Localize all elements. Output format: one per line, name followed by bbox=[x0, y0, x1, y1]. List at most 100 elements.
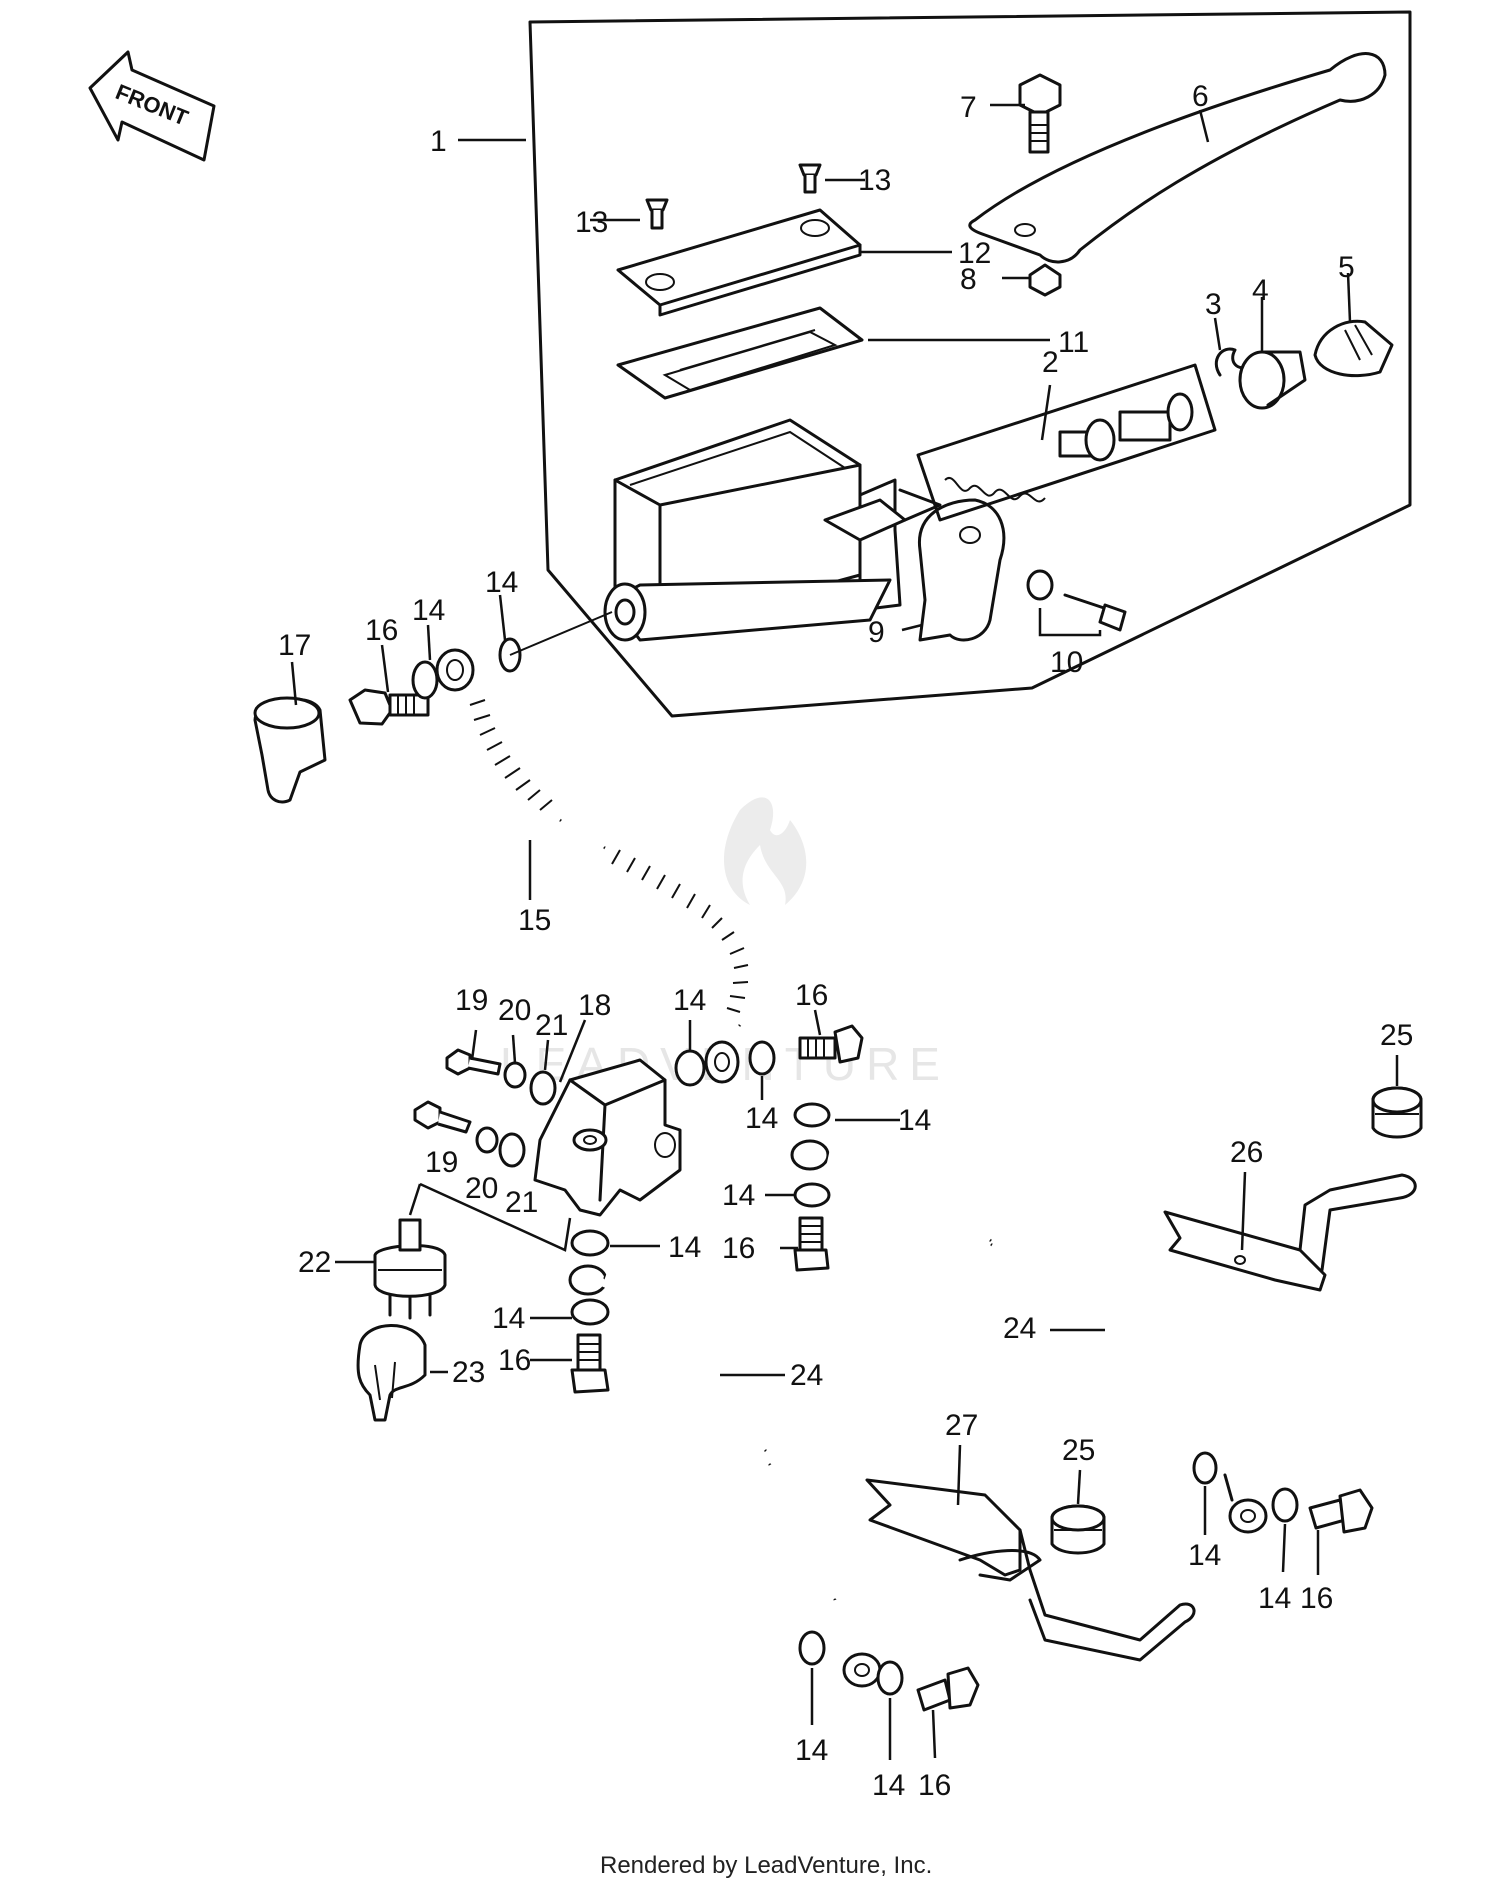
piston-assembly bbox=[916, 363, 1217, 522]
callout-14-lower-right-a: 14 bbox=[1188, 1539, 1221, 1572]
banjo-bolt-lower-left bbox=[916, 1666, 980, 1712]
callout-14-top: 14 bbox=[485, 566, 518, 599]
dust-boot bbox=[1238, 350, 1307, 410]
callout-20-upper: 20 bbox=[498, 994, 531, 1027]
front-arrow-icon bbox=[88, 50, 216, 162]
banjo-bolt-right bbox=[793, 1216, 830, 1272]
callout-5: 5 bbox=[1338, 251, 1355, 284]
brake-hose-joint bbox=[533, 1058, 682, 1217]
master-cylinder-body bbox=[603, 418, 942, 642]
washer-upper-a bbox=[411, 660, 439, 700]
callout-14-lower-right-b: 14 bbox=[1258, 1582, 1291, 1615]
callout-14-left-b: 14 bbox=[492, 1302, 525, 1335]
clamp-screw-set bbox=[1026, 569, 1127, 632]
junction-bolt-lower bbox=[413, 1100, 472, 1134]
callout-25-upper: 25 bbox=[1380, 1019, 1413, 1052]
brake-lever bbox=[968, 52, 1387, 264]
callout-16-right: 16 bbox=[722, 1232, 755, 1265]
front-arrow: FRONT bbox=[88, 50, 216, 162]
banjo-bolt-mid bbox=[798, 1024, 864, 1064]
callout-18: 18 bbox=[578, 989, 611, 1022]
callout-26: 26 bbox=[1230, 1136, 1263, 1169]
washer-right-b bbox=[793, 1182, 831, 1208]
callout-21-lower: 21 bbox=[505, 1186, 538, 1219]
brake-hose-left bbox=[568, 1264, 882, 1688]
callout-14-lower-left-a: 14 bbox=[795, 1734, 828, 1767]
callout-15: 15 bbox=[518, 904, 551, 937]
callout-14-mid-a: 14 bbox=[673, 984, 706, 1017]
callout-labels: 1 2 3 4 5 6 7 8 9 10 11 12 13 13 14 14 1… bbox=[278, 80, 1413, 1802]
footer-credit: Rendered by LeadVenture, Inc. bbox=[600, 1852, 932, 1879]
switch-mount-lines bbox=[408, 1182, 572, 1252]
callout-19-upper: 19 bbox=[455, 984, 488, 1017]
callout-13-left: 13 bbox=[575, 206, 608, 239]
callout-10: 10 bbox=[1050, 646, 1083, 679]
handlebar-clamp bbox=[918, 498, 1006, 642]
callout-19-lower: 19 bbox=[425, 1146, 458, 1179]
callout-14-right-b: 14 bbox=[722, 1179, 755, 1212]
lever-pivot-bolt bbox=[1018, 73, 1062, 154]
switch-boot bbox=[356, 1324, 427, 1422]
pushrod-cap bbox=[1313, 319, 1394, 378]
watermark-flame-icon bbox=[723, 797, 807, 905]
flat-washer-lower bbox=[498, 1132, 526, 1168]
callout-25-lower: 25 bbox=[1062, 1434, 1095, 1467]
banjo-bolt-left bbox=[570, 1333, 610, 1394]
cap-screw-right bbox=[798, 163, 822, 194]
callout-23: 23 bbox=[452, 1356, 485, 1389]
piston-circlip bbox=[1214, 347, 1252, 377]
brake-light-switch bbox=[373, 1218, 447, 1320]
callout-24-right: 24 bbox=[1003, 1312, 1036, 1345]
callout-3: 3 bbox=[1205, 288, 1222, 321]
lever-nut bbox=[1028, 263, 1062, 297]
flat-washer-upper bbox=[529, 1070, 557, 1106]
callout-24-left: 24 bbox=[790, 1359, 823, 1392]
washer-lower-right-a bbox=[1192, 1451, 1218, 1485]
callout-14-mid-b: 14 bbox=[745, 1102, 778, 1135]
callout-13-right: 13 bbox=[858, 164, 891, 197]
reservoir-cap bbox=[616, 208, 862, 317]
banjo-bolt-lower-right bbox=[1308, 1488, 1374, 1534]
callout-22: 22 bbox=[298, 1246, 331, 1279]
hose-bracket-right bbox=[1163, 1173, 1417, 1292]
brake-hose-right bbox=[790, 1139, 1268, 1534]
callout-17: 17 bbox=[278, 629, 311, 662]
callout-14-right-a: 14 bbox=[898, 1104, 931, 1137]
callout-4: 4 bbox=[1252, 274, 1269, 307]
washer-mid-b bbox=[748, 1040, 776, 1076]
callout-11: 11 bbox=[1058, 326, 1089, 359]
washer-lower-left-b bbox=[876, 1660, 904, 1696]
washer-mid-a bbox=[674, 1049, 706, 1087]
callout-16-left: 16 bbox=[498, 1344, 531, 1377]
callout-1: 1 bbox=[430, 125, 447, 158]
lock-washer-lower bbox=[475, 1126, 499, 1154]
hose-bracket-left bbox=[865, 1478, 1196, 1662]
washer-left-a bbox=[570, 1229, 610, 1257]
banjo-bolt-upper bbox=[348, 688, 430, 726]
callout-27: 27 bbox=[945, 1409, 978, 1442]
callout-14-lower-left-b: 14 bbox=[872, 1769, 905, 1802]
reservoir-diaphragm bbox=[616, 306, 864, 400]
callout-9: 9 bbox=[868, 616, 885, 649]
callout-16-lower-right: 16 bbox=[1300, 1582, 1333, 1615]
assembly-outline bbox=[528, 10, 1412, 718]
callout-16-mid: 16 bbox=[795, 979, 828, 1012]
callout-14-left-a: 14 bbox=[668, 1231, 701, 1264]
grommet-upper bbox=[1371, 1086, 1423, 1139]
callout-16-upper: 16 bbox=[365, 614, 398, 647]
washer-lower-right-b bbox=[1271, 1487, 1299, 1523]
grommet-lower bbox=[1050, 1504, 1106, 1555]
bolt-axis-line bbox=[509, 611, 613, 656]
washer-lower-left-a bbox=[798, 1630, 826, 1666]
callout-20-lower: 20 bbox=[465, 1172, 498, 1205]
callout-7: 7 bbox=[960, 91, 977, 124]
callout-6: 6 bbox=[1192, 80, 1209, 113]
callout-12: 12 bbox=[958, 237, 991, 270]
callout-21-upper: 21 bbox=[535, 1009, 568, 1042]
callout-2: 2 bbox=[1042, 346, 1059, 379]
cap-screw-left bbox=[645, 198, 669, 230]
junction-bolt-upper bbox=[445, 1048, 502, 1076]
brake-hose-upper bbox=[435, 648, 763, 1084]
washer-left-b bbox=[570, 1298, 610, 1326]
